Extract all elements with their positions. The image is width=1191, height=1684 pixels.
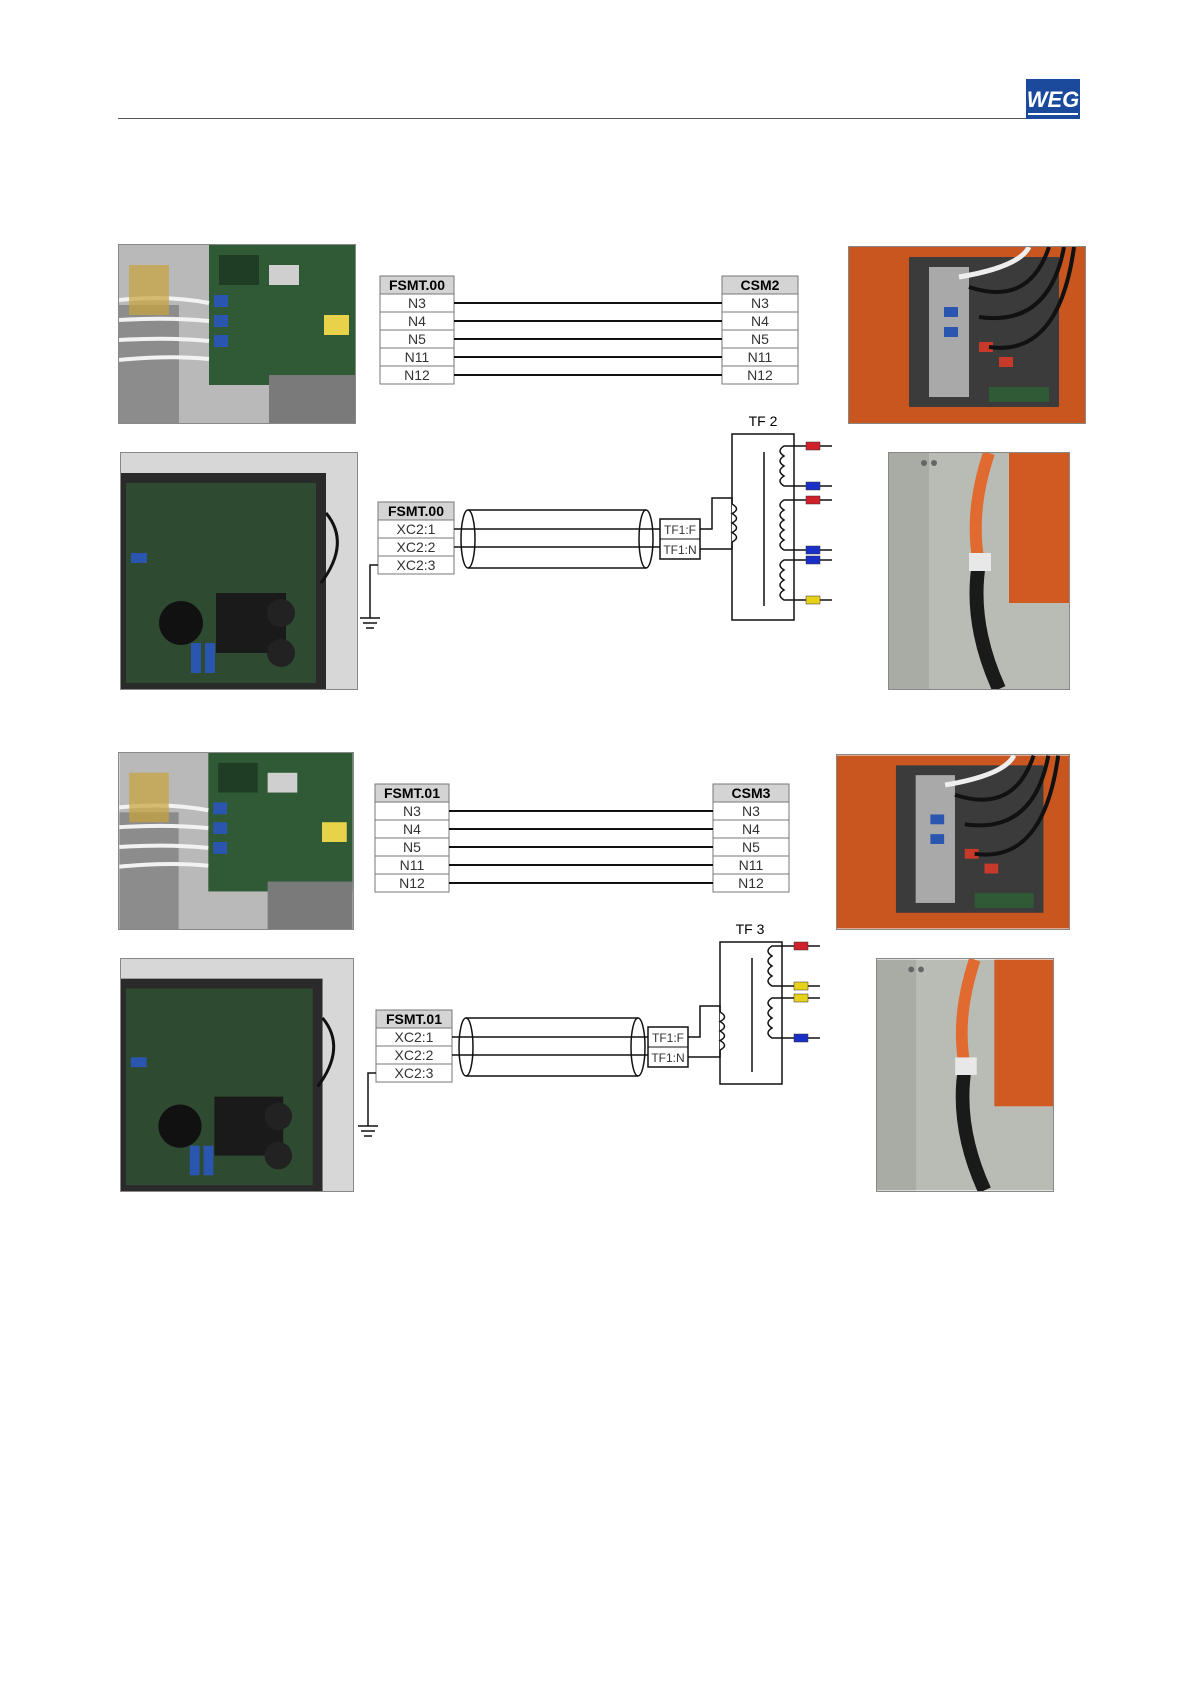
fiber-left-header: FSMT.00 xyxy=(389,277,445,293)
terminal-label: N12 xyxy=(404,367,430,383)
terminal-label: XC2:1 xyxy=(397,521,436,537)
terminal-label: N11 xyxy=(405,349,430,365)
terminal-label: N5 xyxy=(408,331,426,347)
terminal-label: N3 xyxy=(403,803,421,819)
secondary-outputs xyxy=(782,946,820,1038)
wire-color-marker xyxy=(806,596,820,604)
fiber-diagram-2: FSMT.01 N3 N4 N5 N11 N12 CSM3 N3 N4 N5 N… xyxy=(373,782,799,898)
terminal-label: N12 xyxy=(747,367,773,383)
terminal-label: N4 xyxy=(403,821,421,837)
photo-transformer-cabinet-1 xyxy=(888,452,1070,690)
transformer-body xyxy=(732,434,794,620)
photo-fsmt-board-2 xyxy=(118,752,354,930)
wire-color-marker xyxy=(806,442,820,450)
terminal-label: N12 xyxy=(399,875,425,891)
terminal-label: N5 xyxy=(751,331,769,347)
wire-color-marker xyxy=(806,496,820,504)
photo-transformer-cabinet-2 xyxy=(876,958,1054,1192)
tf1-f-label: TF1:F xyxy=(652,1031,684,1045)
terminal-label: XC2:3 xyxy=(397,557,436,573)
fiber-wires xyxy=(449,811,713,883)
primary-coil xyxy=(720,1012,725,1050)
terminal-label: XC2:1 xyxy=(395,1029,434,1045)
wire-color-marker xyxy=(794,982,808,990)
wire-color-marker xyxy=(806,482,820,490)
terminal-label: N5 xyxy=(403,839,421,855)
terminal-label: XC2:3 xyxy=(395,1065,434,1081)
terminal-label: N3 xyxy=(408,295,426,311)
fiber-left-terminals: N3 N4 N5 N11 N12 xyxy=(375,802,449,892)
wire-color-marker xyxy=(794,1034,808,1042)
transformer-body xyxy=(720,942,782,1084)
photo-fsmt-enclosure-1 xyxy=(120,452,358,690)
wire-color-marker xyxy=(794,942,808,950)
tf1-n-label: TF1:N xyxy=(663,543,696,557)
terminal-label: N11 xyxy=(400,857,425,873)
secondary-coils xyxy=(780,446,794,600)
ground-symbol xyxy=(360,565,380,628)
photo-fsmt-board-1 xyxy=(118,244,356,424)
header-rule xyxy=(118,118,1080,119)
wire-color-markers xyxy=(806,442,820,604)
terminal-label: N3 xyxy=(742,803,760,819)
shielded-cable xyxy=(459,1018,645,1076)
terminal-label: N4 xyxy=(751,313,769,329)
fiber-diagram-1: FSMT.00 N3 N4 N5 N11 N12 CSM2 N3 N4 N5 N… xyxy=(378,274,808,390)
fiber-wires xyxy=(454,303,722,375)
shielded-cable xyxy=(461,510,653,568)
photo-csm-panel-2 xyxy=(836,754,1070,930)
terminal-label: N11 xyxy=(739,857,764,873)
wire-color-marker xyxy=(806,546,820,554)
terminal-label: N4 xyxy=(408,313,426,329)
terminal-label: XC2:2 xyxy=(397,539,436,555)
transformer-label: TF 3 xyxy=(736,921,765,937)
xc2-header: FSMT.00 xyxy=(388,503,444,519)
transformer-diagram-1: FSMT.00 XC2:1 XC2:2 XC2:3 TF1:F TF1:N TF… xyxy=(348,410,844,650)
fiber-right-header: CSM2 xyxy=(741,277,780,293)
terminal-label: N5 xyxy=(742,839,760,855)
fiber-left-header: FSMT.01 xyxy=(384,785,440,801)
terminal-label: N4 xyxy=(742,821,760,837)
xc2-header: FSMT.01 xyxy=(386,1011,442,1027)
ground-symbol xyxy=(358,1073,378,1136)
photo-fsmt-enclosure-2 xyxy=(120,958,354,1192)
fiber-right-header: CSM3 xyxy=(732,785,771,801)
tf1-f-label: TF1:F xyxy=(664,523,696,537)
tf1-n-label: TF1:N xyxy=(651,1051,684,1065)
fiber-right-terminals: N3 N4 N5 N11 N12 xyxy=(713,802,789,892)
terminal-label: N12 xyxy=(738,875,764,891)
wire-color-marker xyxy=(794,994,808,1002)
transformer-label: TF 2 xyxy=(749,413,778,429)
terminal-label: N11 xyxy=(748,349,773,365)
terminal-label: XC2:2 xyxy=(395,1047,434,1063)
logo-text: WEG xyxy=(1027,87,1080,112)
wire-color-markers xyxy=(794,942,808,1042)
fiber-right-terminals: N3 N4 N5 N11 N12 xyxy=(722,294,798,384)
terminal-label: N3 xyxy=(751,295,769,311)
primary-coil xyxy=(732,504,737,542)
secondary-coils xyxy=(768,946,782,1038)
transformer-diagram-2: FSMT.01 XC2:1 XC2:2 XC2:3 TF1:F TF1:N TF… xyxy=(348,918,832,1150)
photo-csm-panel-1 xyxy=(848,246,1086,424)
wire-color-marker xyxy=(806,556,820,564)
secondary-outputs xyxy=(794,446,832,600)
fiber-left-terminals: N3 N4 N5 N11 N12 xyxy=(380,294,454,384)
weg-logo: WEG xyxy=(1026,79,1080,119)
